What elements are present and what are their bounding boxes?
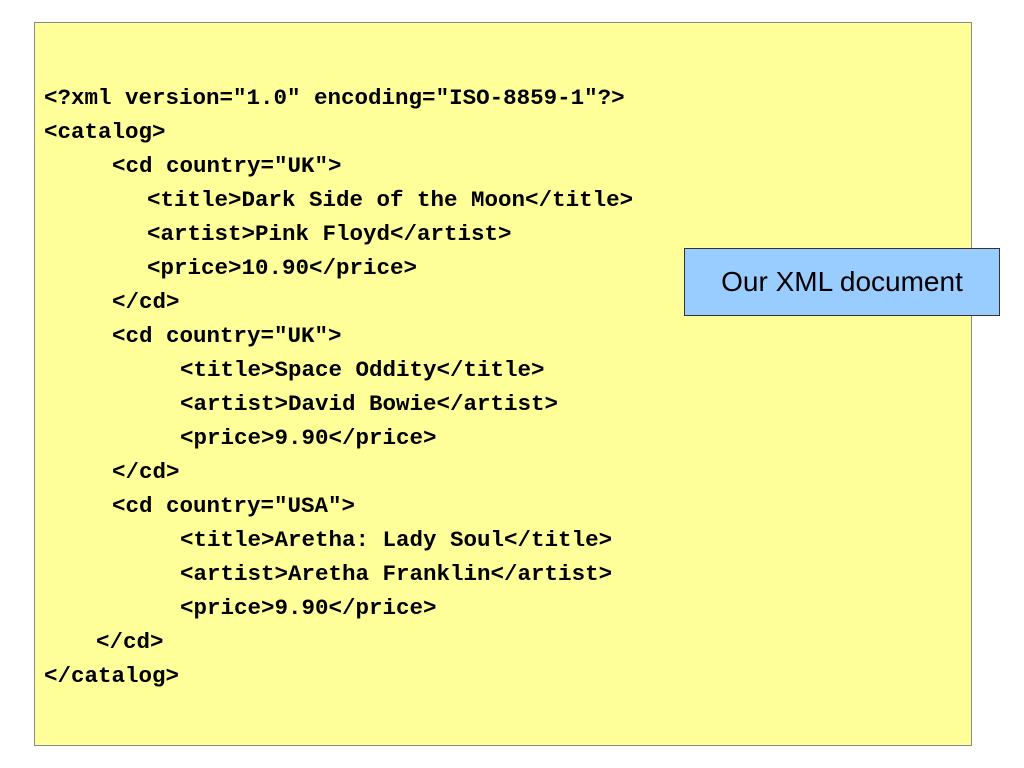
price-line: <price>9.90</price> bbox=[180, 595, 437, 621]
catalog-close-tag-line: </catalog> bbox=[44, 663, 180, 689]
xml-code-panel bbox=[34, 22, 972, 746]
cd-close-tag-line: </cd> bbox=[112, 459, 180, 485]
artist-line: <artist>Pink Floyd</artist> bbox=[147, 221, 512, 247]
callout-box: Our XML document bbox=[684, 248, 1000, 316]
artist-line: <artist>Aretha Franklin</artist> bbox=[180, 561, 613, 587]
xml-declaration-line: <?xml version="1.0" encoding="ISO-8859-1… bbox=[44, 85, 625, 111]
cd-open-tag-line: <cd country="USA"> bbox=[112, 493, 356, 519]
cd-close-tag-line: </cd> bbox=[96, 629, 164, 655]
title-line: <title>Dark Side of the Moon</title> bbox=[147, 187, 634, 213]
artist-line: <artist>David Bowie</artist> bbox=[180, 391, 559, 417]
cd-open-tag-line: <cd country="UK"> bbox=[112, 323, 342, 349]
cd-open-tag-line: <cd country="UK"> bbox=[112, 153, 342, 179]
cd-close-tag-line: </cd> bbox=[112, 289, 180, 315]
price-line: <price>9.90</price> bbox=[180, 425, 437, 451]
title-line: <title>Space Oddity</title> bbox=[180, 357, 545, 383]
catalog-open-tag-line: <catalog> bbox=[44, 119, 166, 145]
title-line: <title>Aretha: Lady Soul</title> bbox=[180, 527, 613, 553]
price-line: <price>10.90</price> bbox=[147, 255, 418, 281]
callout-label: Our XML document bbox=[721, 266, 963, 297]
